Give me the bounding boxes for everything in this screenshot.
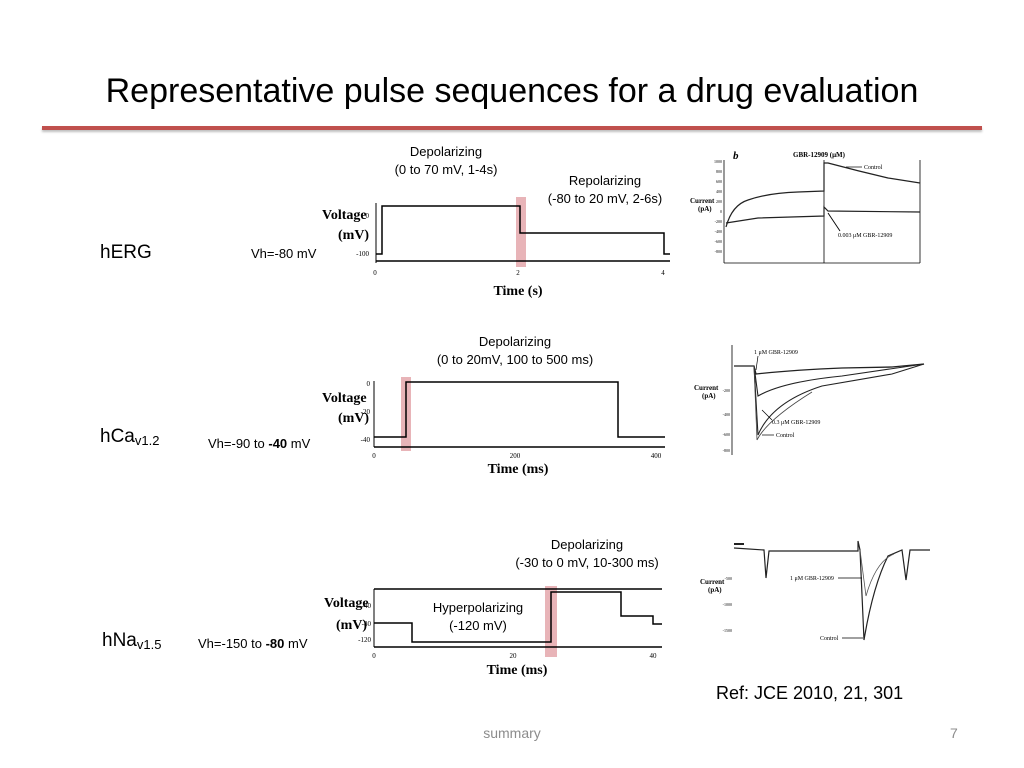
- svg-text:1000: 1000: [714, 159, 722, 164]
- svg-text:Current: Current: [694, 384, 719, 392]
- y-tick-label: -20: [361, 408, 371, 416]
- trace-label-drug-high: 1 μM GBR-12909: [754, 350, 798, 356]
- svg-text:600: 600: [716, 179, 722, 184]
- y-axis-label-line2: (mV): [338, 228, 369, 243]
- svg-text:-200: -200: [715, 219, 722, 224]
- annotation-hyperpolarizing-hna: Hyperpolarizing(-120 mV): [432, 600, 524, 633]
- current-trace-herg: b GBR-12909 (μM) Current (pA) 1000 800 6…: [690, 150, 921, 264]
- y-tick-label: 0: [366, 212, 370, 220]
- voltage-protocol-herg: Voltage (mV) 0 -100 0 2 4 Time (s): [322, 197, 670, 299]
- svg-text:(mV): (mV): [336, 618, 367, 633]
- title-underline: [42, 126, 982, 130]
- annotation-repolarizing-herg: Repolarizing(-80 to 20 mV, 2-6s): [547, 173, 663, 206]
- panel-letter: b: [733, 150, 739, 162]
- svg-text:-600: -600: [715, 239, 722, 244]
- y-tick-label: -120: [358, 636, 371, 644]
- x-tick-label: 200: [510, 452, 521, 460]
- reference-citation: Ref: JCE 2010, 21, 301: [716, 683, 904, 703]
- y-axis-label-line1: Voltage: [322, 208, 367, 223]
- annotation-depolarizing-hna: Depolarizing(-30 to 0 mV, 10-300 ms): [515, 537, 659, 570]
- svg-text:(mV): (mV): [338, 411, 369, 426]
- y-tick-label: -100: [356, 250, 369, 258]
- x-tick-label: 0: [373, 269, 377, 277]
- svg-text:-400: -400: [723, 412, 730, 417]
- x-tick-label: 2: [516, 269, 520, 277]
- trace-label-control: Control: [864, 165, 883, 171]
- svg-text:Current: Current: [690, 197, 715, 205]
- channel-label-hna: hNav1.5: [102, 630, 162, 652]
- holding-voltage-hca: Vh=-90 to -40 mV: [208, 436, 311, 451]
- x-axis-label: Time (ms): [487, 663, 548, 678]
- svg-text:Current: Current: [700, 578, 725, 586]
- svg-text:Voltage: Voltage: [324, 596, 369, 611]
- svg-text:-600: -600: [723, 432, 730, 437]
- current-trace-hca: Current (pA) -200 -400 -600 -800 1 μM GB…: [694, 345, 925, 455]
- footer-text: summary: [483, 725, 541, 741]
- x-tick-label: 4: [661, 269, 665, 277]
- channel-label-hca: hCav1.2: [100, 426, 160, 448]
- x-tick-label: 0: [372, 652, 376, 660]
- holding-voltage-hna: Vh=-150 to -80 mV: [198, 636, 308, 651]
- svg-text:Voltage: Voltage: [322, 391, 367, 406]
- svg-text:-400: -400: [715, 229, 722, 234]
- y-tick-label: -40: [361, 436, 371, 444]
- channel-label-herg: hERG: [100, 242, 152, 263]
- trace-label-drug: 0.003 μM GBR-12909: [838, 233, 892, 239]
- svg-text:400: 400: [716, 189, 722, 194]
- annotation-depolarizing-herg: Depolarizing(0 to 70 mV, 1-4s): [394, 144, 498, 177]
- y-tick-label: -40: [362, 602, 372, 610]
- x-tick-label: 40: [650, 652, 658, 660]
- svg-text:800: 800: [716, 169, 722, 174]
- svg-text:-500: -500: [725, 576, 732, 581]
- y-tick-label: 0: [367, 380, 371, 388]
- svg-text:0: 0: [720, 209, 722, 214]
- current-trace-hna: Current (pA) -500 -1000 -1500 1 μM GBR-1…: [700, 540, 930, 642]
- svg-text:200: 200: [716, 199, 722, 204]
- y-tick-label: -80: [362, 620, 372, 628]
- holding-voltage-herg: Vh=-80 mV: [251, 246, 317, 261]
- voltage-protocol-hna: Voltage (mV) -40 -80 -120 0 20 40 Time (…: [324, 586, 662, 678]
- svg-text:-800: -800: [723, 448, 730, 453]
- x-tick-label: 0: [372, 452, 376, 460]
- svg-text:-800: -800: [715, 249, 722, 254]
- trace-header: GBR-12909 (μM): [793, 151, 846, 159]
- x-axis-label: Time (s): [493, 284, 542, 299]
- svg-text:(pA): (pA): [698, 205, 712, 213]
- svg-text:-1000: -1000: [723, 602, 732, 607]
- highlight-bar: [516, 197, 526, 267]
- voltage-protocol-hca: Voltage (mV) 0 -20 -40 0 200 400 Time (m…: [322, 377, 665, 477]
- trace-label-drug-low: 0.3 μM GBR-12909: [772, 420, 820, 426]
- x-tick-label: 400: [651, 452, 662, 460]
- svg-text:(pA): (pA): [708, 586, 722, 594]
- svg-text:(pA): (pA): [702, 392, 716, 400]
- annotation-depolarizing-hca: Depolarizing(0 to 20mV, 100 to 500 ms): [436, 334, 594, 367]
- slide-title: Representative pulse sequences for a dru…: [105, 72, 919, 110]
- svg-text:-1500: -1500: [723, 628, 732, 633]
- trace-label-drug: 1 μM GBR-12909: [790, 576, 834, 582]
- svg-text:-200: -200: [723, 388, 730, 393]
- x-tick-label: 20: [510, 652, 518, 660]
- trace-label-control: Control: [776, 433, 795, 439]
- page-number: 7: [950, 725, 958, 741]
- x-axis-label: Time (ms): [488, 462, 549, 477]
- trace-label-control: Control: [820, 636, 839, 642]
